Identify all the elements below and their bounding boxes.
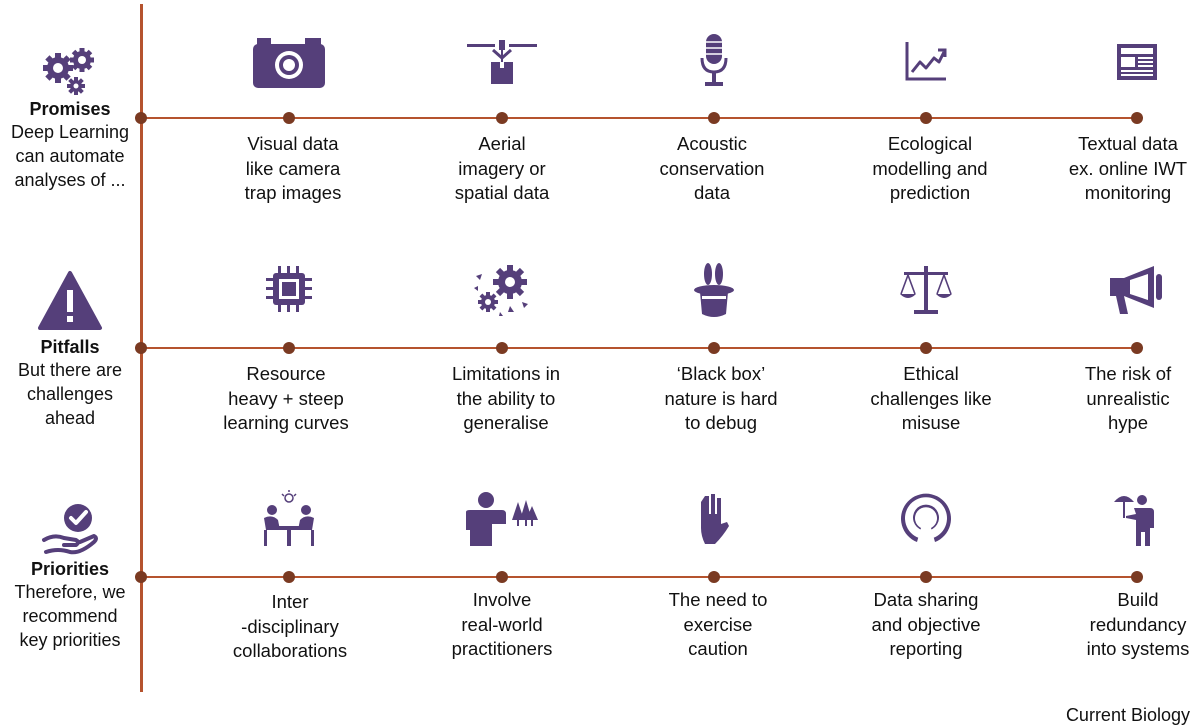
- section-priorities: Priorities Therefore, we recommend key p…: [0, 500, 140, 652]
- section-promises: Promises Deep Learning can automate anal…: [0, 42, 140, 192]
- item-dot: [283, 342, 295, 354]
- item-dot: [1131, 112, 1143, 124]
- row-line-promises: [140, 117, 1140, 119]
- section-subtitle: But there are challenges ahead: [17, 360, 123, 428]
- item-dot: [920, 571, 932, 583]
- item-label: Involve real-world practitioners: [451, 589, 553, 659]
- gears-icon: [43, 48, 94, 95]
- item-label: Data sharing and objective reporting: [871, 589, 981, 659]
- item-dot: [283, 571, 295, 583]
- item-dot: [496, 112, 508, 124]
- row-start-dot: [135, 112, 147, 124]
- caution-hand-icon: [701, 494, 729, 544]
- item-dot: [920, 342, 932, 354]
- umbrella-person-icon: [1114, 495, 1154, 546]
- item-dot: [920, 112, 932, 124]
- item-label: Acoustic conservation data: [659, 133, 765, 203]
- item-label: The risk of unrealistic hype: [1084, 363, 1172, 433]
- newspaper-icon: [1117, 44, 1157, 80]
- section-title: Pitfalls: [40, 337, 100, 357]
- chip-icon: [266, 266, 312, 312]
- item-dot: [708, 342, 720, 354]
- item-label: Resource heavy + steep learning curves: [223, 363, 349, 433]
- item-dot: [1131, 571, 1143, 583]
- item-dot: [1131, 342, 1143, 354]
- section-subtitle: Therefore, we recommend key priorities: [14, 582, 126, 650]
- drone-icon: [467, 40, 537, 84]
- item-label: Aerial imagery or spatial data: [454, 133, 550, 203]
- section-pitfalls: Pitfalls But there are challenges ahead: [0, 270, 140, 430]
- row-start-dot: [135, 342, 147, 354]
- item-dot: [496, 342, 508, 354]
- journal-credit: Current Biology: [1065, 705, 1190, 725]
- camera-icon: [253, 38, 325, 88]
- item-label: The need to exercise caution: [668, 589, 768, 659]
- broken-gear-icon: [474, 265, 528, 316]
- microphone-icon: [700, 34, 728, 86]
- magic-hat-icon: [694, 263, 734, 317]
- warning-icon: [38, 271, 102, 330]
- item-label: ‘Black box’ nature is hard to debug: [664, 363, 778, 433]
- item-dot: [496, 571, 508, 583]
- open-source-icon: [901, 493, 951, 542]
- item-label: Limitations in the ability to generalise: [452, 363, 560, 433]
- hand-check-icon: [42, 504, 98, 555]
- scales-icon: [900, 266, 952, 314]
- row-line-priorities: [140, 576, 1140, 578]
- line-chart-icon: [905, 42, 947, 81]
- section-subtitle: Deep Learning can automate analyses of .…: [10, 122, 130, 190]
- item-label: Build redundancy into systems: [1086, 589, 1190, 659]
- item-dot: [708, 571, 720, 583]
- section-title: Priorities: [30, 559, 110, 579]
- item-label: Textual data ex. online IWT monitoring: [1068, 133, 1188, 203]
- item-label: Visual data like camera trap images: [244, 133, 342, 203]
- item-label: Ethical challenges like misuse: [870, 363, 992, 433]
- row-line-pitfalls: [140, 347, 1140, 349]
- item-label: Ecological modelling and prediction: [872, 133, 988, 203]
- megaphone-icon: [1110, 266, 1162, 314]
- row-start-dot: [135, 571, 147, 583]
- item-dot: [283, 112, 295, 124]
- practitioner-icon: [466, 492, 538, 546]
- item-dot: [708, 112, 720, 124]
- meeting-icon: [264, 490, 314, 546]
- section-title: Promises: [29, 99, 111, 119]
- item-label: Inter -disciplinary collaborations: [232, 591, 348, 661]
